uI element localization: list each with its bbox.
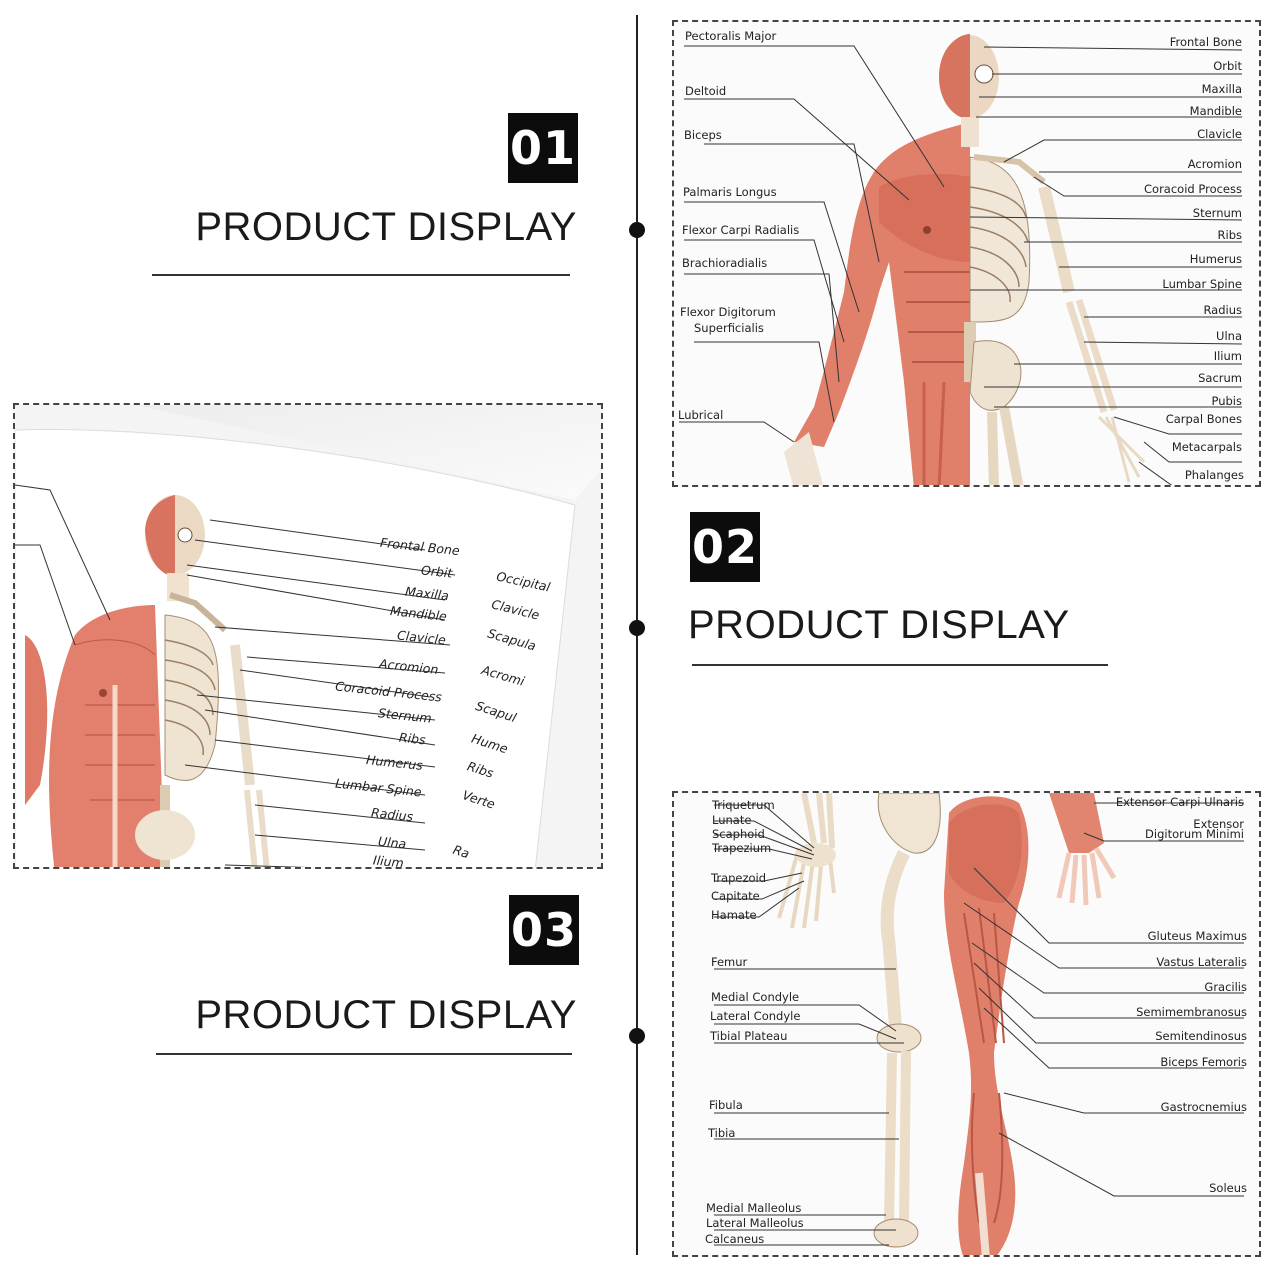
anatomy-label: Lumbar Spine (1162, 277, 1242, 291)
anatomy-label: Coracoid Process (1144, 182, 1242, 196)
anatomy-label: Trapezoid (711, 871, 767, 885)
section-underline (152, 274, 570, 276)
anatomy-label: Tibial Plateau (710, 1029, 788, 1043)
anatomy-label: Soleus (1209, 1181, 1247, 1195)
anatomy-label: Humerus (1189, 252, 1242, 266)
anatomy-label: Biceps (684, 128, 722, 142)
anatomy-label: Phalanges (1184, 468, 1244, 482)
timeline-dot-3 (629, 1028, 645, 1044)
anatomy-label: Semimembranosus (1136, 1005, 1247, 1019)
anatomy-label: Lunate (712, 813, 752, 827)
anatomy-label: Flexor Carpi Radialis (682, 223, 800, 237)
section-number-badge: 01 (508, 113, 578, 183)
anatomy-label: Pubis (1211, 394, 1242, 408)
anatomy-label: Gastrocnemius (1160, 1100, 1247, 1114)
timeline-dot-2 (629, 620, 645, 636)
anatomy-label: Fibula (709, 1098, 743, 1112)
anatomy-label: Lubrical (678, 408, 724, 422)
anatomy-label: Deltoid (685, 84, 727, 98)
anatomy-label: Triquetrum (712, 798, 775, 812)
anatomy-label: Acromion (1187, 157, 1242, 171)
anatomy-label: Biceps Femoris (1160, 1055, 1247, 1069)
poster-curled-image: Frontal Bone Orbit Maxilla Mandible Clav… (13, 403, 603, 869)
anatomy-label: Radius (1203, 303, 1242, 317)
anatomy-label: Flexor Digitorum (680, 305, 776, 319)
anatomy-label: Medial Malleolus (706, 1201, 802, 1215)
anatomy-label: Orbit (1213, 59, 1242, 73)
anatomy-label: Mandible (1189, 104, 1242, 118)
anatomy-label: Pectoralis Major (685, 29, 777, 43)
poster-lower-body-image: Triquetrum Lunate Scaphoid Trapezium Tra… (672, 791, 1261, 1257)
anatomy-label: Maxilla (1201, 82, 1242, 96)
section-underline (692, 664, 1108, 666)
section-title: PRODUCT DISPLAY (688, 603, 1070, 647)
anatomy-label: Ulna (1216, 329, 1242, 343)
anatomy-label: Semitendinosus (1155, 1029, 1247, 1043)
anatomy-label: Palmaris Longus (683, 185, 777, 199)
anatomy-label: Ribs (1217, 228, 1242, 242)
poster-upper-body-image: Pectoralis Major Deltoid Biceps Palmaris… (672, 20, 1261, 487)
anatomy-label: Tibia (708, 1126, 736, 1140)
poster-lower-body-illustration (674, 793, 1259, 1255)
anatomy-label: Gracilis (1204, 980, 1247, 994)
anatomy-label: Frontal Bone (1169, 35, 1242, 49)
anatomy-label: Ilium (1213, 349, 1242, 363)
poster-upper-body-illustration (674, 22, 1259, 485)
section-underline (156, 1053, 572, 1055)
anatomy-label: Extensor (1193, 817, 1244, 831)
timeline-dot-1 (629, 222, 645, 238)
anatomy-label: Sternum (1192, 206, 1242, 220)
anatomy-label: Digitorum Minimi (1145, 827, 1244, 841)
anatomy-label: Calcaneus (705, 1232, 765, 1246)
anatomy-label: Femur (711, 955, 748, 969)
anatomy-label: Lateral Condyle (710, 1009, 801, 1023)
anatomy-label: Clavicle (1197, 127, 1242, 141)
anatomy-label: Trapezium (712, 841, 772, 855)
anatomy-label: Extensor Carpi Ulnaris (1115, 795, 1244, 809)
anatomy-label: Carpal Bones (1165, 412, 1242, 426)
anatomy-label: Vastus Lateralis (1156, 955, 1247, 969)
anatomy-label: Lateral Malleolus (706, 1216, 804, 1230)
anatomy-label: Superficialis (694, 321, 764, 335)
section-number-badge: 02 (690, 512, 760, 582)
anatomy-label: Sacrum (1198, 371, 1242, 385)
anatomy-label: Gluteus Maximus (1147, 929, 1247, 943)
section-title: PRODUCT DISPLAY (195, 205, 577, 249)
anatomy-label: Metacarpals (1171, 440, 1242, 454)
anatomy-label: Hamate (711, 908, 757, 922)
anatomy-label: Scaphoid (712, 827, 765, 841)
anatomy-label: Brachioradialis (682, 256, 768, 270)
poster-curled-illustration (15, 405, 601, 867)
anatomy-label: Ulna (377, 833, 407, 852)
section-number-badge: 03 (509, 895, 579, 965)
anatomy-label: Medial Condyle (711, 990, 800, 1004)
anatomy-label: Capitate (711, 889, 760, 903)
anatomy-label: Ribs (398, 729, 427, 748)
section-title: PRODUCT DISPLAY (195, 993, 577, 1037)
anatomy-label: Ilium (372, 852, 405, 869)
